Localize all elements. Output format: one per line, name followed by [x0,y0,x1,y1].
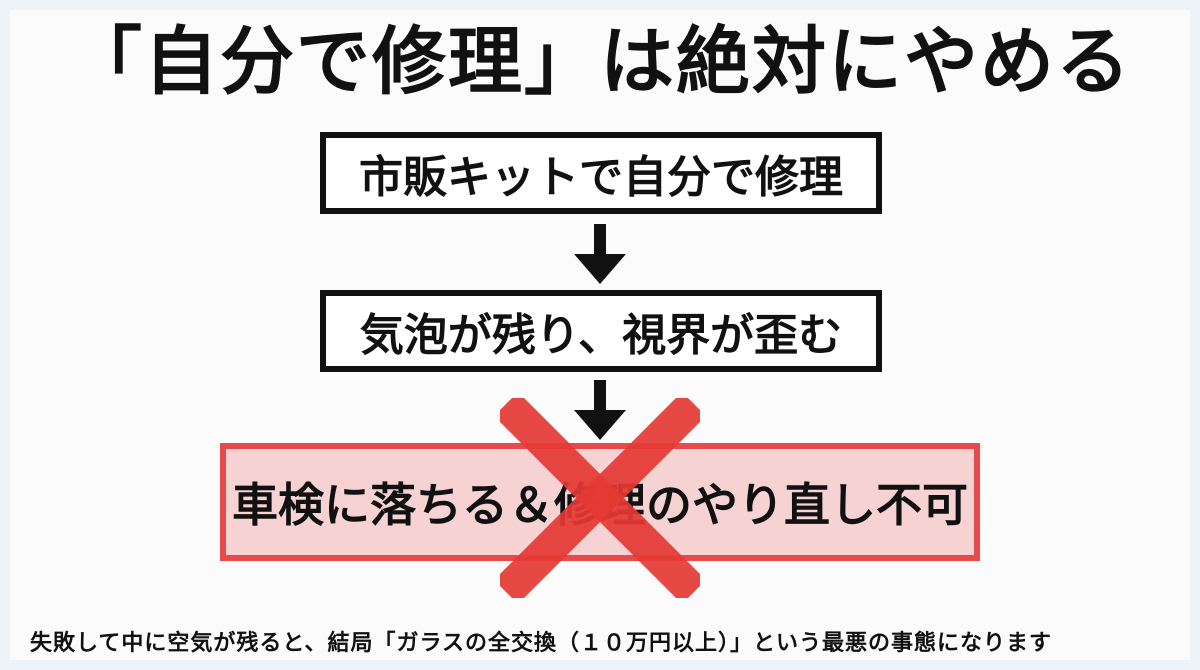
subtitle-caption: 失敗して中に空気が残ると、結局「ガラスの全交換（１０万円以上）」という最悪の事態… [30,631,1053,656]
arrow-down-icon [574,380,626,440]
flow-step-2-label: 気泡が残り、視界が歪む [359,310,843,361]
flow-step-3-label: 車検に落ちる＆修理のやり直し不可 [232,478,968,532]
flow-step-3-warning: 車検に落ちる＆修理のやり直し不可 [220,443,980,561]
slide-title: 「自分で修理」は絶対にやめる [68,19,1132,105]
flow-step-2: 気泡が残り、視界が歪む [320,290,882,372]
flow-step-1-label: 市販キットで自分で修理 [359,152,843,203]
arrow-down-icon [574,224,626,284]
flow-step-1: 市販キットで自分で修理 [320,132,882,214]
